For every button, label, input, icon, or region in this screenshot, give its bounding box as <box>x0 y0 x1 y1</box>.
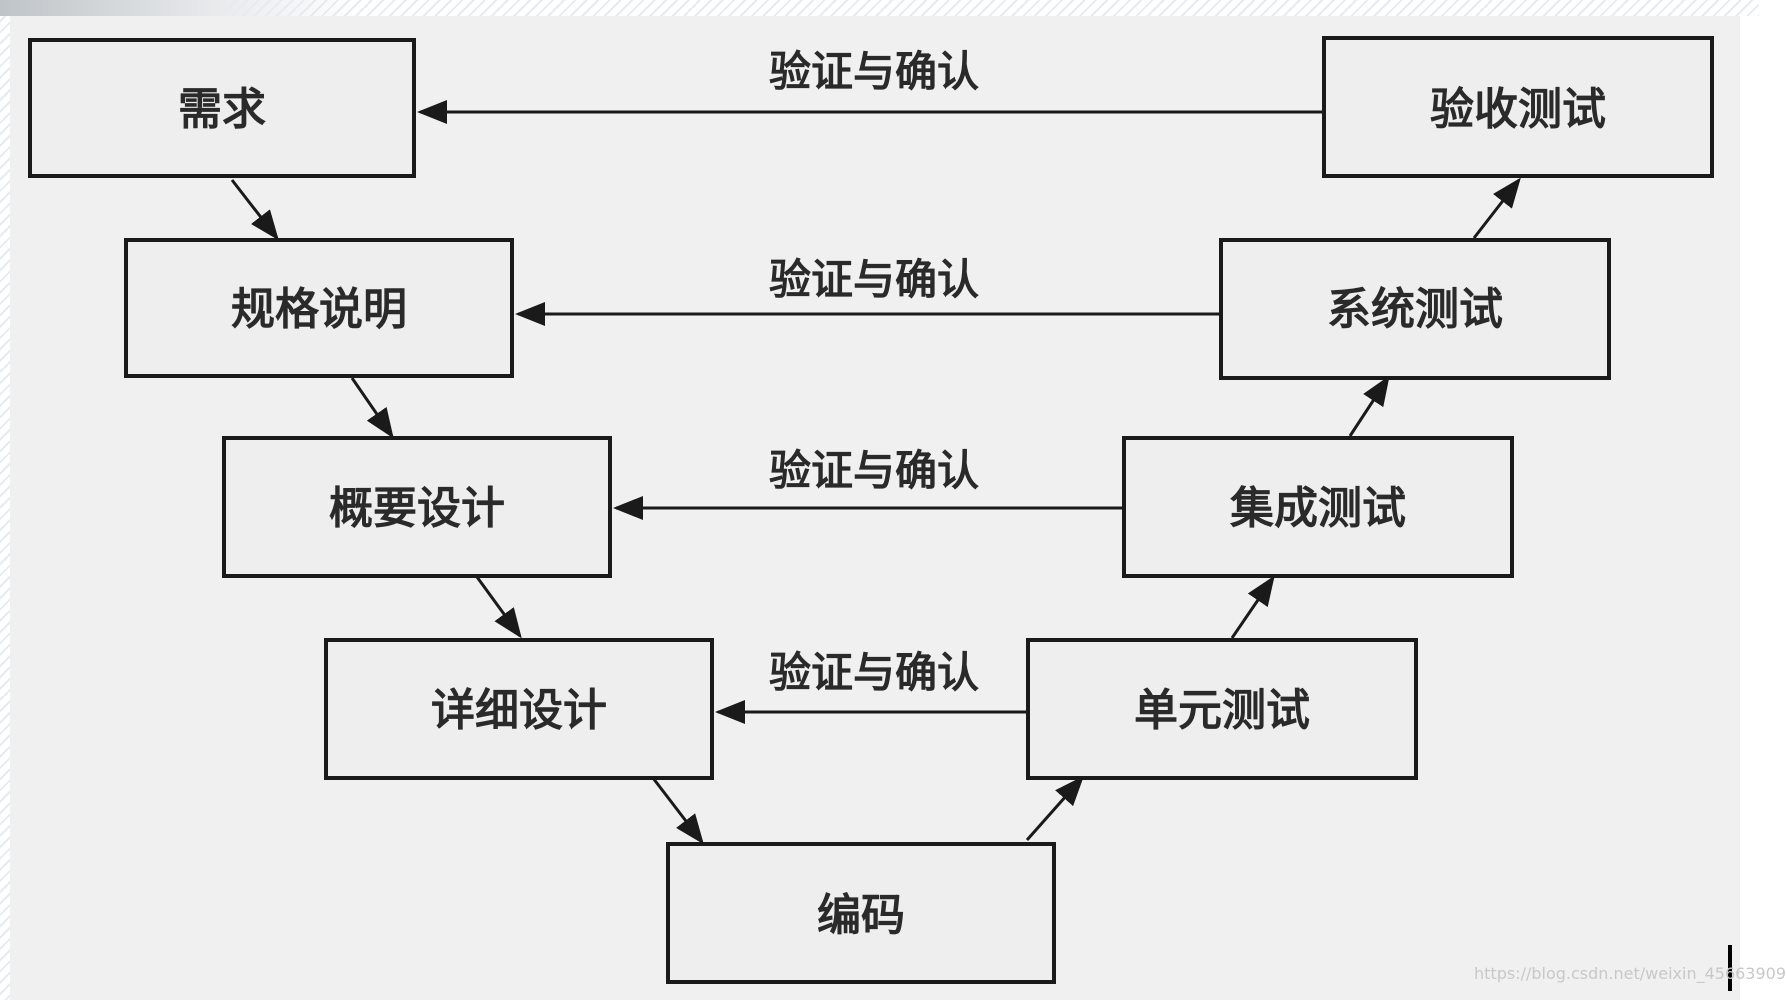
arrow-spec-to-hld <box>350 377 394 439</box>
stage-box-high-level-design: 概要设计 <box>222 436 612 578</box>
stage-box-specification: 规格说明 <box>124 238 514 378</box>
vv-label-3: 验证与确认 <box>769 446 979 495</box>
stage-box-detailed-design: 详细设计 <box>324 638 714 780</box>
stage-box-acceptance-test: 验收测试 <box>1322 36 1714 178</box>
stage-label-unit-test: 单元测试 <box>1134 685 1310 736</box>
arrow-lld-to-code <box>651 777 704 845</box>
top-glare <box>0 0 360 16</box>
arrow-integration-to-system <box>1348 375 1390 437</box>
edge-mark <box>1728 945 1732 991</box>
arrow-code-to-unit <box>1025 775 1084 841</box>
stage-box-requirements: 需求 <box>28 38 416 178</box>
stage-box-integration-test: 集成测试 <box>1122 436 1514 578</box>
stage-label-integration-test: 集成测试 <box>1229 483 1406 534</box>
stage-label-specification: 规格说明 <box>231 284 407 335</box>
stage-box-coding: 编码 <box>666 842 1056 984</box>
stage-label-coding: 编码 <box>817 890 905 941</box>
stage-label-acceptance-test: 验收测试 <box>1430 84 1606 135</box>
stage-label-high-level-design: 概要设计 <box>329 483 505 534</box>
arrow-req-to-spec <box>230 179 279 241</box>
arrow-hld-to-lld <box>475 576 522 639</box>
arrow-unit-to-integration <box>1230 575 1275 639</box>
stage-label-requirements: 需求 <box>178 84 266 135</box>
right-edge <box>1740 16 1759 1000</box>
stage-box-unit-test: 单元测试 <box>1026 638 1418 780</box>
stage-box-system-test: 系统测试 <box>1219 238 1611 380</box>
vv-label-4: 验证与确认 <box>769 648 979 697</box>
watermark-url: https://blog.csdn.net/weixin_45663909 <box>1474 964 1786 983</box>
vv-label-1: 验证与确认 <box>769 47 979 96</box>
arrow-system-to-acceptance <box>1472 177 1521 239</box>
stage-label-system-test: 系统测试 <box>1327 284 1503 335</box>
vv-label-2: 验证与确认 <box>769 255 979 304</box>
stage-label-detailed-design: 详细设计 <box>431 685 607 736</box>
